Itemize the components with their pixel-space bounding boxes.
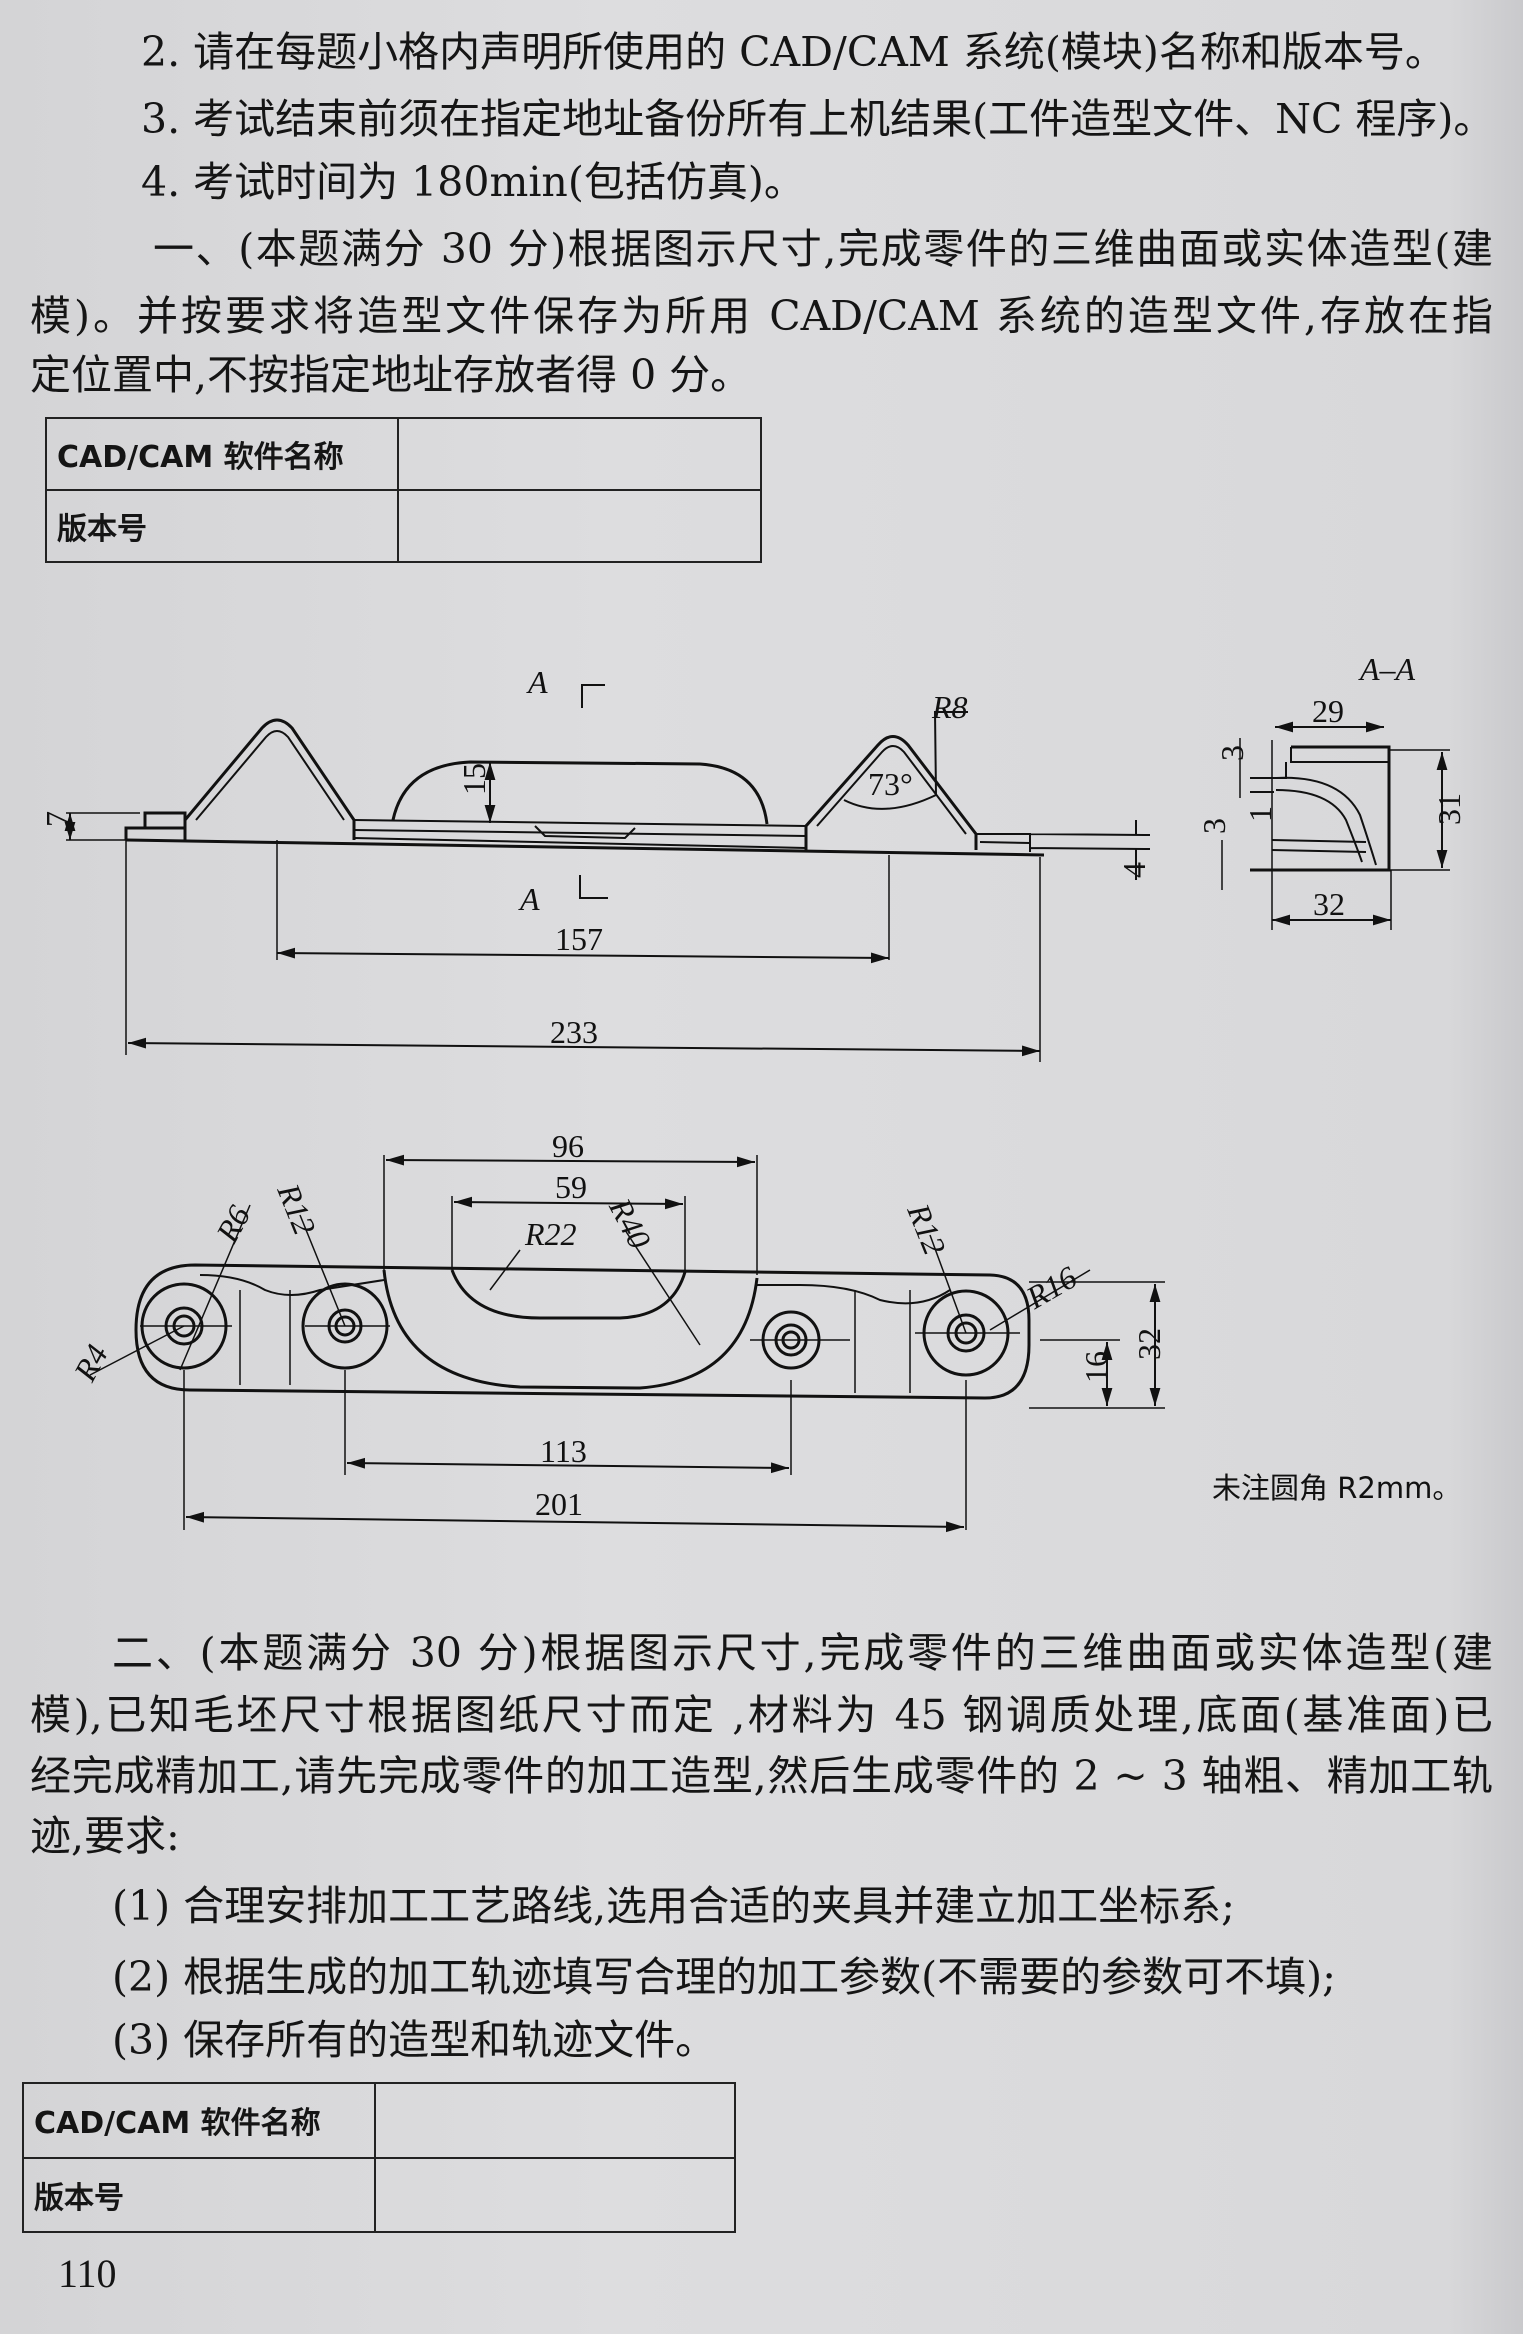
dim-59: 59	[555, 1169, 587, 1205]
q2-item-1: (1) 合理安排加工工艺路线,选用合适的夹具并建立加工坐标系;	[112, 1882, 1235, 1930]
software-name-field[interactable]	[374, 2082, 736, 2159]
q2-item-3: (3) 保存所有的造型和轨迹文件。	[112, 2016, 717, 2064]
dim-233: 233	[550, 1014, 598, 1050]
section-marker-bottom: A	[518, 881, 540, 917]
base-line	[125, 838, 1045, 857]
q2-line-3: 经完成精加工,请先完成零件的加工造型,然后生成零件的 2 ~ 3 轴粗、精加工轨	[30, 1752, 1493, 1800]
software-name-label: CAD/CAM 软件名称	[45, 417, 399, 491]
dim-3-top: 3	[1214, 745, 1250, 761]
dim-7: 7	[39, 811, 75, 827]
dim-r22: R22	[524, 1216, 577, 1252]
version-field[interactable]	[374, 2156, 736, 2233]
q1-software-table: CAD/CAM 软件名称 版本号	[45, 417, 762, 563]
dim-r12-left: R12	[270, 1178, 323, 1240]
dim-113: 113	[540, 1433, 587, 1469]
dim-31: 31	[1431, 793, 1467, 825]
version-label: 版本号	[22, 2156, 376, 2233]
base-plate	[353, 819, 807, 849]
body-outline	[134, 1263, 1031, 1400]
dim-15: 15	[456, 763, 492, 795]
q2-line-1: 二、(本题满分 30 分)根据图示尺寸,完成零件的三维曲面或实体造型(建	[112, 1629, 1493, 1677]
q1-line-3: 定位置中,不按指定地址存放者得 0 分。	[30, 351, 752, 399]
q1-line-2: 模)。并按要求将造型文件保存为所用 CAD/CAM 系统的造型文件,存放在指	[30, 292, 1493, 340]
front-view	[64, 684, 1450, 1062]
right-ledge	[976, 833, 1151, 852]
dim-r4: R4	[66, 1339, 115, 1388]
version-field[interactable]	[397, 489, 762, 563]
software-name-label: CAD/CAM 软件名称	[22, 2082, 376, 2159]
dim-r12-right: R12	[900, 1198, 953, 1260]
dim-1: 1	[1242, 806, 1278, 822]
middle-hump	[391, 760, 769, 825]
dim-201: 201	[535, 1486, 583, 1522]
note-3: 3. 考试结束前须在指定地址备份所有上机结果(工件造型文件、NC 程序)。	[141, 95, 1495, 143]
dim-73deg: 73°	[868, 766, 913, 802]
dim-4: 4	[1116, 862, 1152, 878]
pocket-r40	[382, 1269, 759, 1390]
dim-96: 96	[552, 1128, 584, 1164]
software-name-field[interactable]	[397, 417, 762, 491]
q2-item-2: (2) 根据生成的加工轨迹填写合理的加工参数(不需要的参数可不填);	[112, 1953, 1336, 2001]
page-number: 110	[58, 2251, 117, 2296]
note-4: 4. 考试时间为 180min(包括仿真)。	[141, 158, 805, 206]
q2-line-4: 迹,要求:	[30, 1812, 180, 1860]
left-peak	[183, 718, 356, 840]
dim-32: 32	[1131, 1328, 1167, 1360]
q1-line-1: 一、(本题满分 30 分)根据图示尺寸,完成零件的三维曲面或实体造型(建	[153, 225, 1493, 273]
right-peak	[804, 735, 978, 850]
pocket-r22	[450, 1269, 687, 1320]
section-marker-top: A	[526, 664, 548, 700]
dim-16: 16	[1078, 1351, 1114, 1383]
fillet-note: 未注圆角 R2mm。	[1212, 1471, 1461, 1505]
dim-r8: R8	[931, 689, 968, 725]
front-view-labels: A A A–A 7 15 R8 73° 4 157 233 29 3 1 3 3…	[39, 651, 1467, 1050]
dim-29: 29	[1312, 693, 1344, 729]
dim-32-section: 32	[1313, 886, 1345, 922]
note-2: 2. 请在每题小格内声明所使用的 CAD/CAM 系统(模块)名称和版本号。	[141, 28, 1446, 76]
version-label: 版本号	[45, 489, 399, 563]
dim-r40: R40	[602, 1191, 658, 1254]
section-outline	[1250, 745, 1391, 872]
section-cut-marks	[579, 684, 608, 899]
top-view	[89, 1154, 1165, 1533]
dim-3-bottom: 3	[1196, 818, 1232, 834]
q2-software-table: CAD/CAM 软件名称 版本号	[22, 2082, 736, 2233]
left-ledge	[124, 811, 187, 840]
dim-157: 157	[555, 921, 603, 957]
q2-line-2: 模),已知毛坯尺寸根据图纸尺寸而定 ,材料为 45 钢调质处理,底面(基准面)已	[30, 1691, 1493, 1739]
top-view-labels: 96 59 R6 R12 R22 R40 R12 R16 R4 32 16 11…	[66, 1128, 1461, 1522]
section-title: A–A	[1358, 651, 1416, 687]
